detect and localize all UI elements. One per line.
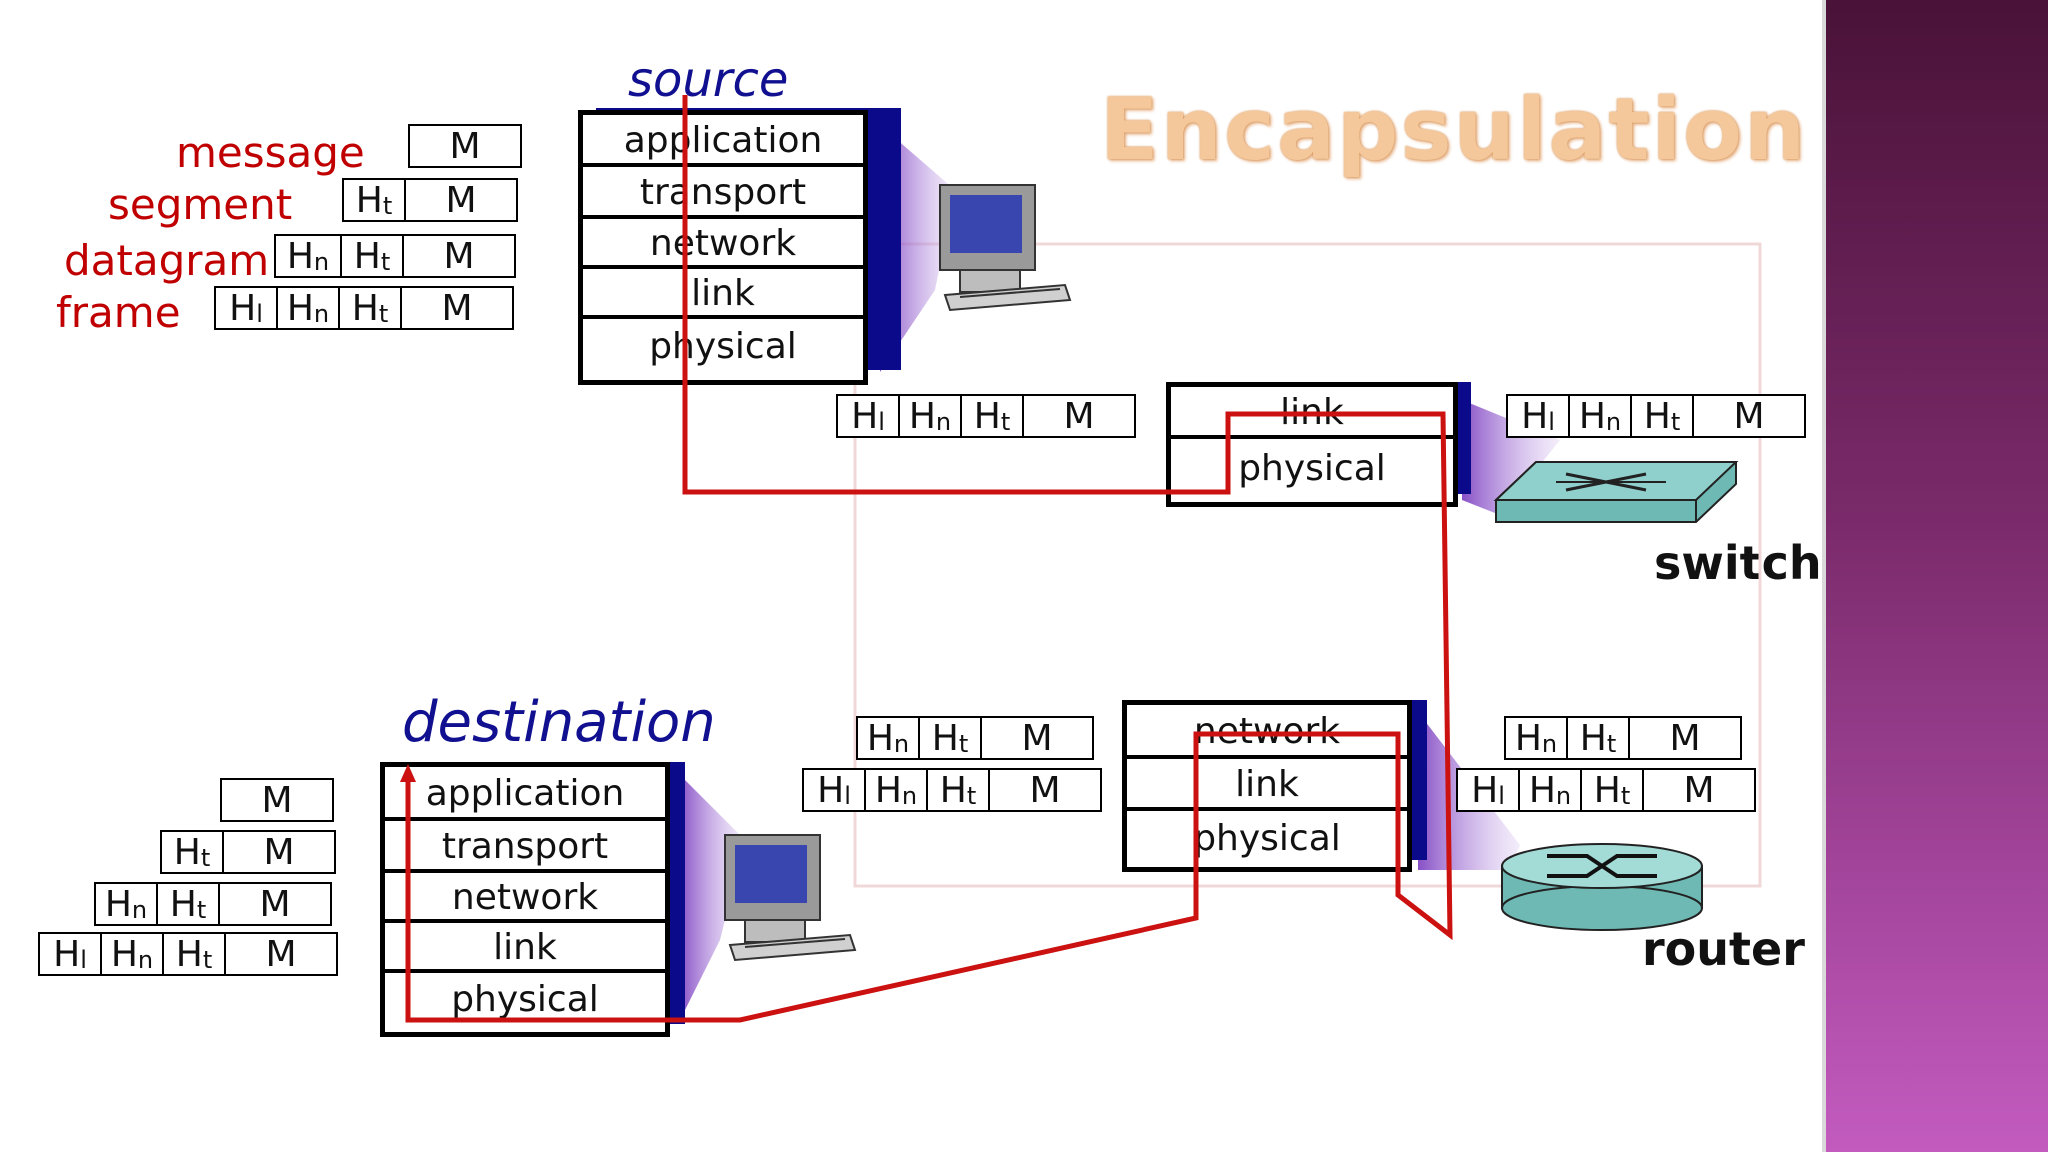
layer-network: network [583, 219, 863, 269]
label-datagram: datagram [64, 236, 270, 285]
payload-cell: M [1733, 395, 1765, 437]
desktop-computer-icon [724, 834, 857, 962]
layer-link: link [1171, 387, 1453, 439]
layer-network: network [1127, 705, 1407, 759]
layer-application: application [583, 115, 863, 167]
payload-cell: M [1029, 769, 1061, 811]
layer-transport: transport [385, 821, 665, 873]
switch-label: switch [1654, 536, 1822, 590]
payload-cell: M [1683, 769, 1715, 811]
message-strip-destination: M [220, 778, 334, 822]
layer-link: link [1127, 759, 1407, 811]
router-protocol-stack: network link physical [1122, 700, 1427, 872]
payload-cell: M [441, 287, 473, 329]
payload-cell: M [1669, 717, 1701, 759]
label-frame: frame [56, 288, 181, 337]
layer-link: link [583, 269, 863, 319]
layer-link: link [385, 923, 665, 973]
router-label: router [1642, 922, 1805, 976]
switch-cone [1462, 400, 1560, 515]
layer-physical: physical [451, 979, 599, 1020]
payload-cell: M [445, 179, 477, 221]
label-segment: segment [108, 180, 293, 229]
decorative-sidebar [1826, 0, 2048, 1152]
layer-transport: transport [583, 167, 863, 219]
router-icon [1501, 843, 1703, 931]
payload-cell: M [449, 125, 481, 167]
payload-cell: M [1021, 717, 1053, 759]
payload-cell: M [261, 779, 293, 821]
layer-network: network [385, 873, 665, 923]
payload-cell: M [259, 883, 291, 925]
label-message: message [176, 128, 365, 177]
layer-physical: physical [649, 326, 797, 367]
desktop-computer-icon [939, 184, 1072, 312]
switch-protocol-stack: link physical [1166, 382, 1471, 507]
source-protocol-stack: application transport network link physi… [578, 108, 901, 385]
sidebar-divider [1822, 0, 1826, 1152]
payload-cell: M [263, 831, 295, 873]
payload-cell: M [443, 235, 475, 277]
layer-physical: physical [1193, 818, 1341, 859]
message-strip: M [408, 124, 522, 168]
network-switch-icon [1493, 461, 1739, 523]
destination-protocol-stack: application transport network link physi… [380, 762, 685, 1037]
payload-cell: M [1063, 395, 1095, 437]
layer-physical: physical [1238, 448, 1386, 489]
layer-application: application [385, 767, 665, 821]
payload-cell: M [265, 933, 297, 975]
